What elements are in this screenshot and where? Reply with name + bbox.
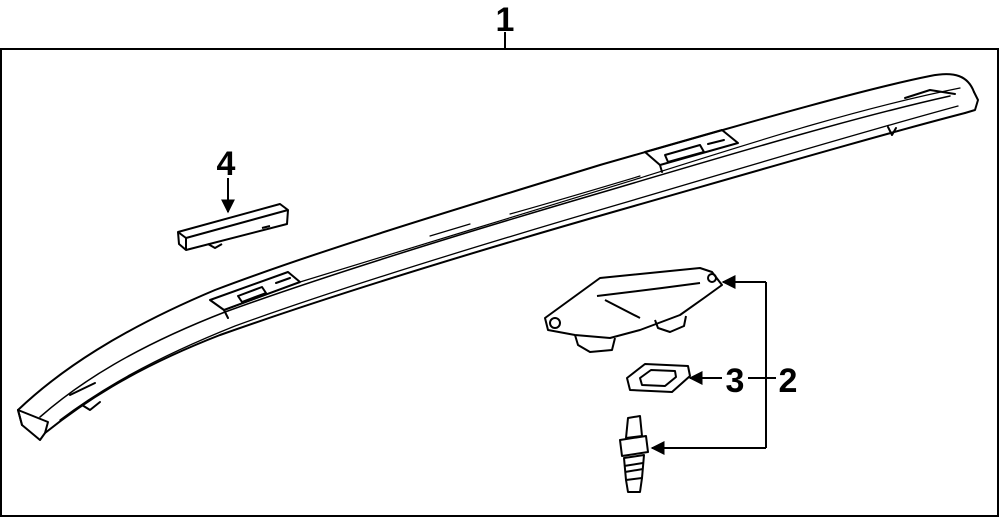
stud-bolt bbox=[619, 415, 649, 493]
mounting-bracket bbox=[544, 267, 723, 353]
diagram-frame bbox=[0, 48, 999, 517]
leader-lines-2-3 bbox=[650, 275, 776, 455]
callout-1: 1 bbox=[496, 1, 515, 39]
callout-4: 4 bbox=[217, 145, 236, 183]
end-cover bbox=[177, 203, 289, 251]
callout-3: 3 bbox=[726, 362, 745, 400]
roof-rail bbox=[17, 73, 979, 441]
gasket bbox=[626, 363, 691, 393]
callout-2: 2 bbox=[779, 362, 798, 400]
